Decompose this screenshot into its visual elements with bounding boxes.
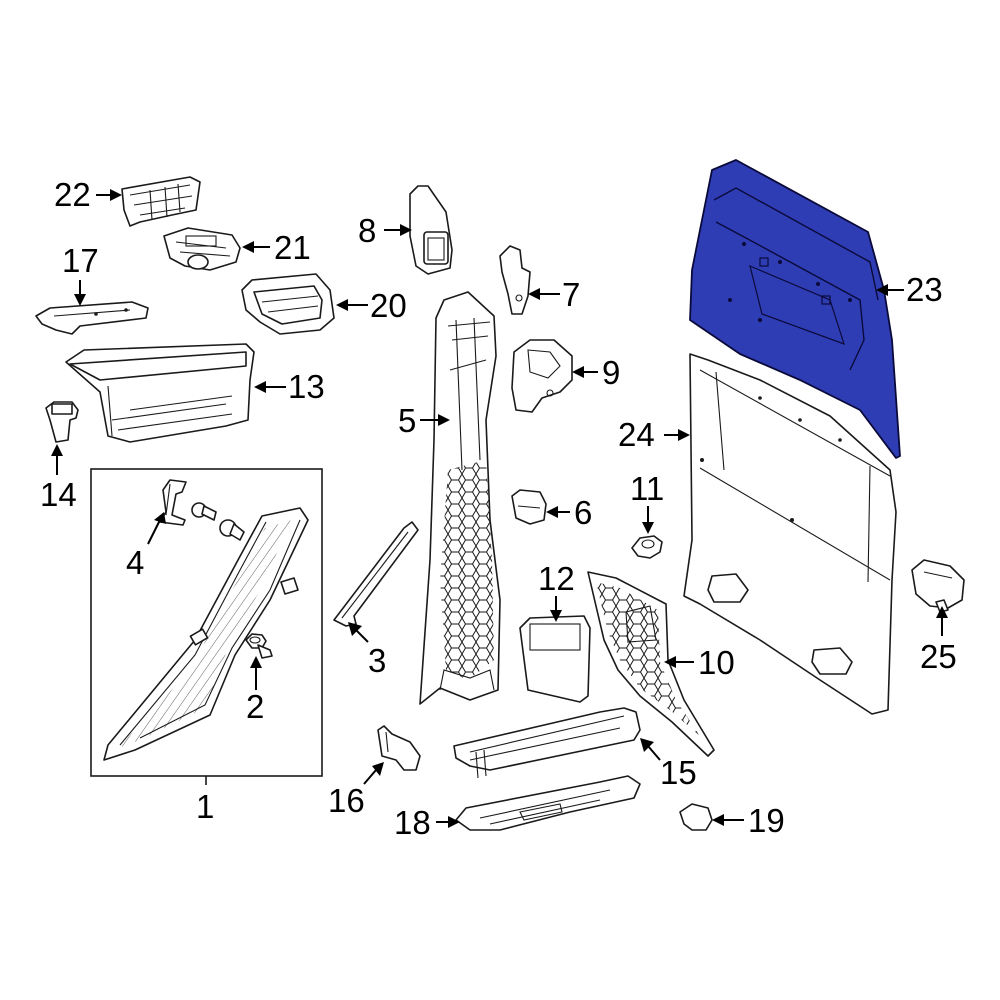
part-20-vent[interactable] [241,273,335,335]
part-18-step[interactable] [455,775,641,831]
leader-20 [336,299,368,311]
callout-18: 18 [394,804,431,841]
leader-15 [640,738,661,761]
callout-8: 8 [358,212,376,249]
leader-13 [254,381,286,393]
callout-4: 4 [126,544,144,581]
bolt-fastener-2[interactable] [219,519,245,541]
callout-17: 17 [62,242,99,279]
leader-21 [242,241,270,253]
part-17-bracket[interactable] [35,301,149,335]
part-7-bracket[interactable] [499,245,531,315]
callout-19: 19 [748,802,785,839]
part-23-shape [689,159,901,459]
part-10-hex-panel[interactable] [587,571,715,757]
callout-20: 20 [370,287,407,324]
part-8-cap[interactable] [409,185,453,275]
callout-5: 5 [398,402,416,439]
part-6-cap[interactable] [511,489,547,525]
callout-7: 7 [562,276,580,313]
callout-16: 16 [328,782,365,819]
leader-7 [528,288,560,300]
callout-24: 24 [618,416,655,453]
leader-16 [363,762,384,785]
callout-14: 14 [40,476,77,513]
callout-9: 9 [602,354,620,391]
part-16-bracket[interactable] [377,725,421,771]
leader-24 [664,429,690,441]
part-24-panel[interactable] [683,353,897,715]
callout-15: 15 [660,754,697,791]
callout-21: 21 [274,229,311,266]
part-23-highlighted-panel[interactable] [689,159,901,459]
leader-6 [546,506,570,518]
leader-11 [642,506,654,534]
callout-11: 11 [630,470,664,507]
callout-3: 3 [368,642,386,679]
part-22-bracket[interactable] [121,176,201,227]
part-14-plug[interactable] [45,401,79,443]
callout-22: 22 [54,176,91,213]
callout-12: 12 [538,560,575,597]
callout-2: 2 [246,688,264,725]
callout-1: 1 [196,788,214,825]
part-12-panel[interactable] [519,615,591,703]
leader-2 [250,656,262,690]
callout-23: 23 [906,271,943,308]
leader-19 [712,814,744,826]
callout-25: 25 [920,638,957,675]
part-5-pillar-trim[interactable] [419,291,501,705]
callout-10: 10 [698,644,735,681]
leader-22 [96,189,122,201]
leader-4 [147,512,166,545]
leader-10 [664,656,694,668]
part-15-sill[interactable] [453,707,641,779]
part-1-pillar-trim[interactable] [103,507,309,761]
leader-25 [936,606,948,636]
part-2-push-pin[interactable] [245,633,273,659]
leader-23 [876,284,904,296]
callout-6: 6 [574,494,592,531]
leader-9 [572,366,598,378]
part-19-clip[interactable] [679,803,713,831]
callout-13: 13 [288,368,325,405]
leader-12 [550,596,562,622]
part-21-module[interactable] [163,227,241,271]
part-9-trim[interactable] [511,339,573,413]
part-13-tray[interactable] [65,343,255,443]
part-11-push-pin[interactable] [631,535,663,559]
leader-3 [348,622,369,643]
part-3-strip[interactable] [333,521,419,627]
leader-17 [74,280,86,306]
leader-14 [51,444,63,475]
bolt-fastener[interactable] [191,502,217,521]
part-25-cap[interactable] [911,559,965,613]
leader-5 [420,414,450,426]
small-clip[interactable] [280,577,299,595]
leader-18 [436,816,460,828]
leader-8 [384,224,412,236]
